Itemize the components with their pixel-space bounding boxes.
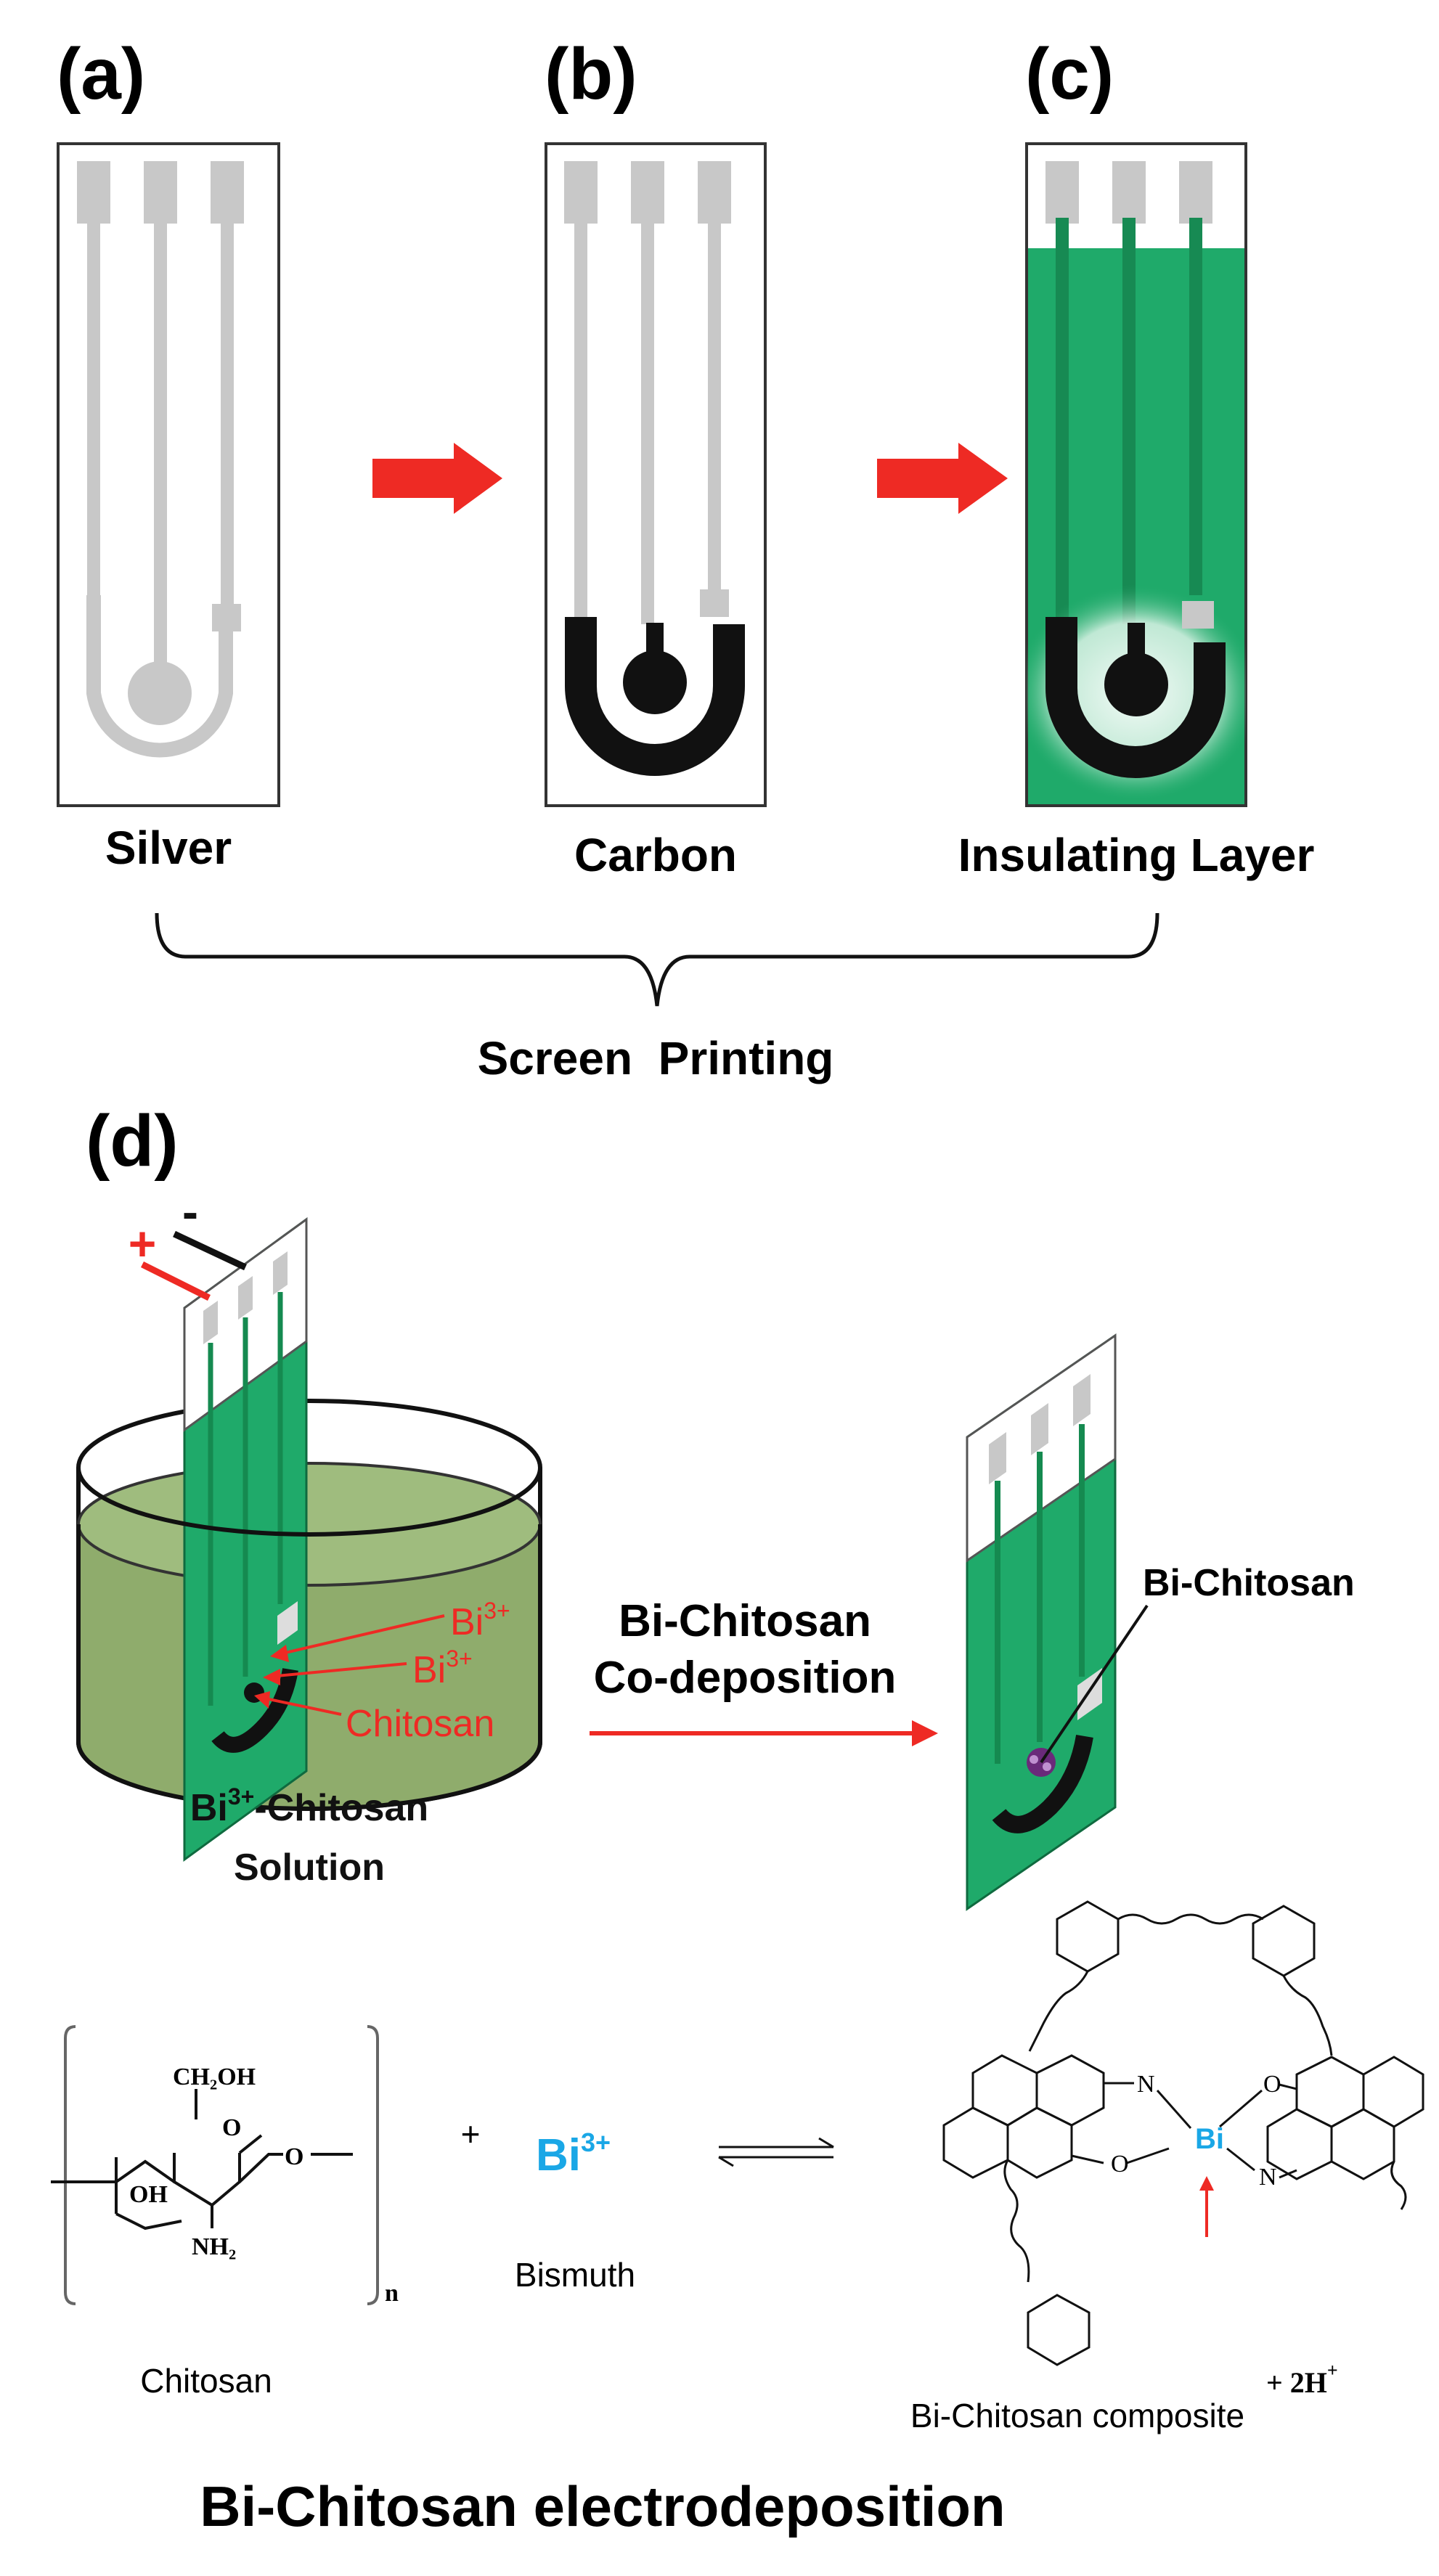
bracket-label: Screen Printing [478, 1032, 834, 1084]
svg-text:O: O [285, 2143, 303, 2170]
equilibrium-arrows [718, 2137, 834, 2167]
panel-c-tag: (c) [1025, 33, 1114, 115]
electrode-silver [57, 142, 280, 807]
svg-text:CH₂OH: CH₂OH [173, 2064, 256, 2090]
process-arrow [590, 1720, 938, 1746]
byproduct: + 2H+ [1266, 2360, 1338, 2399]
chitosan-structure-label: Chitosan [140, 2362, 272, 2400]
svg-text:OH: OH [129, 2181, 168, 2208]
composite-structure [942, 1900, 1424, 2366]
screen-printing-bracket [155, 912, 1159, 1007]
svg-text:NH₂: NH₂ [192, 2233, 236, 2260]
electrode-carbon [545, 142, 767, 807]
bismuth-ion: Bi3+ [536, 2127, 611, 2180]
process-label-line1: Bi-Chitosan [619, 1596, 871, 1646]
arrow-a-to-b [372, 443, 502, 514]
process-label-line2: Co-deposition [594, 1653, 897, 1703]
composite-atom-n1: N [1137, 2071, 1155, 2098]
power-leads: + - [129, 1185, 247, 1301]
product-label: Bi-Chitosan [1143, 1562, 1355, 1604]
svg-text:n: n [385, 2280, 399, 2307]
panel-b-tag: (b) [545, 33, 637, 115]
product-electrode [966, 1333, 1149, 1911]
footer-title: Bi-Chitosan electrodeposition [200, 2474, 1005, 2538]
panel-d-tag: (d) [86, 1100, 179, 1182]
composite-arrow [1199, 2176, 1214, 2237]
caption-carbon: Carbon [574, 829, 737, 881]
terminal-plus: + [129, 1217, 157, 1270]
electrode-insulated [1025, 142, 1247, 807]
terminal-minus: - [182, 1185, 198, 1238]
bismuth-label: Bismuth [515, 2256, 635, 2294]
composite-atom-bi: Bi [1195, 2123, 1224, 2155]
composite-label: Bi-Chitosan composite [910, 2397, 1244, 2434]
arrow-b-to-c [877, 443, 1008, 514]
solution-label-line1: Bi3+-Chitosan [190, 1783, 428, 1829]
solution-label-line2: Solution [234, 1847, 385, 1889]
panel-a-tag: (a) [57, 33, 145, 115]
composite-atom-o2: O [1111, 2151, 1129, 2178]
dipped-electrode [183, 1217, 308, 1862]
svg-text:O: O [222, 2114, 241, 2141]
beaker-annotations: Bi3+ Bi3+ Chitosan [254, 1598, 510, 1745]
ion-label-1: Bi3+ [450, 1598, 510, 1643]
composite-atom-o1: O [1263, 2071, 1281, 2098]
caption-insulating-layer: Insulating Layer [958, 829, 1315, 881]
ion-label-2: Bi3+ [412, 1645, 473, 1691]
reaction-plus: + [461, 2115, 481, 2153]
chitosan-label: Chitosan [346, 1703, 494, 1745]
chitosan-structure: CH₂OH O O OH NH₂ n [51, 2025, 399, 2307]
caption-silver: Silver [105, 822, 232, 874]
composite-atom-n2: N [1259, 2164, 1277, 2191]
beaker-front-rim [76, 1467, 542, 1537]
